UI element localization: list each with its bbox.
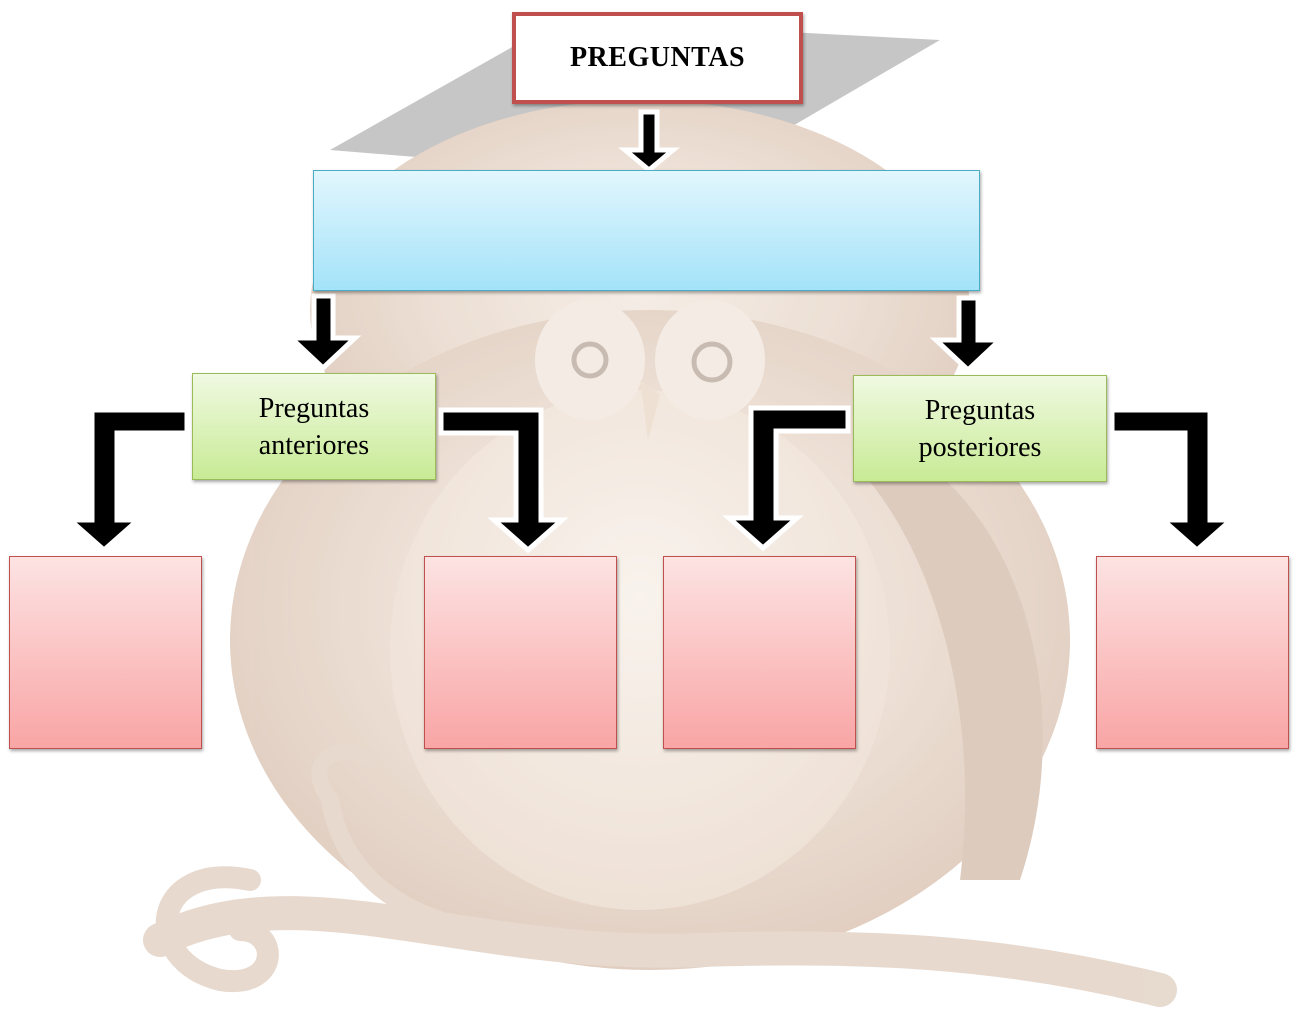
owl-wing-right bbox=[860, 430, 1043, 880]
title-text: PREGUNTAS bbox=[569, 42, 746, 73]
arrow-left-branch-to-box-1 bbox=[63, 407, 190, 554]
owl-eye-left bbox=[571, 341, 609, 379]
owl-eye-right bbox=[691, 341, 733, 383]
branch-right-line1: Preguntas bbox=[924, 394, 1036, 426]
branch-right-line2: posteriores bbox=[918, 431, 1042, 463]
branch-box-posteriores: Preguntas posteriores bbox=[853, 375, 1107, 482]
main-concept-box bbox=[313, 170, 980, 291]
arrow-left-branch-to-box-2 bbox=[438, 407, 569, 554]
leaf-box-1 bbox=[9, 556, 202, 749]
arrow-main-to-left-branch bbox=[284, 293, 362, 372]
leaf-box-4 bbox=[1096, 556, 1289, 749]
arrow-right-branch-to-box-4 bbox=[1109, 407, 1238, 554]
arrow-title-to-main bbox=[618, 109, 680, 174]
arrow-right-branch-to-box-3 bbox=[722, 405, 851, 552]
leaf-box-2 bbox=[424, 556, 617, 749]
owl-branch bbox=[143, 896, 1177, 1007]
title-box: PREGUNTAS bbox=[512, 12, 803, 104]
branch-left-line1: Preguntas bbox=[258, 392, 370, 424]
arrow-main-to-right-branch bbox=[929, 295, 1007, 374]
leaf-box-3 bbox=[663, 556, 856, 749]
branch-box-anteriores: Preguntas anteriores bbox=[192, 373, 436, 480]
owl-beak bbox=[640, 380, 660, 440]
branch-left-line2: anteriores bbox=[258, 429, 370, 461]
